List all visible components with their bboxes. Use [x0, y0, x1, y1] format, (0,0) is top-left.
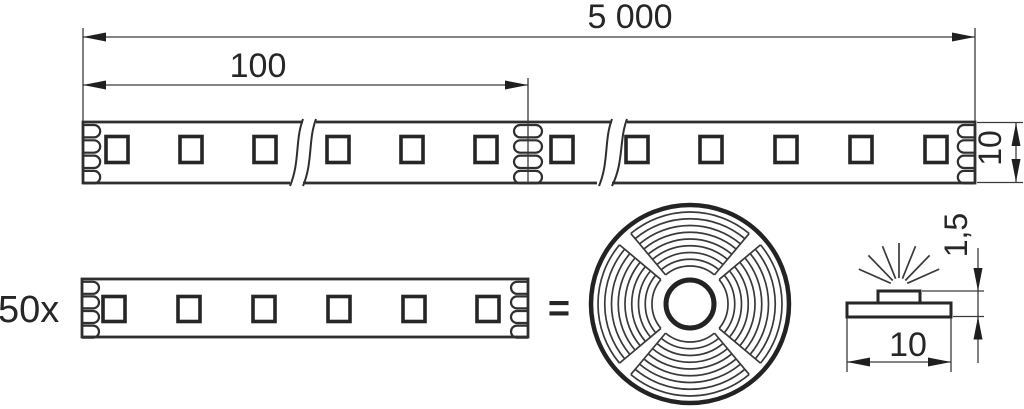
led-chip: [399, 134, 425, 165]
led-chip: [475, 294, 501, 324]
segment-pads-right: [509, 280, 528, 339]
arrow-down-icon: [1011, 159, 1021, 182]
led-chip: [923, 134, 949, 165]
dimension-strip-width: 10: [972, 121, 1023, 184]
segment-pads-left: [82, 280, 101, 339]
dimension-profile-width-label: 10: [889, 326, 927, 364]
equals-sign: =: [548, 288, 570, 330]
led-chip: [251, 294, 277, 324]
led-chip: [252, 134, 278, 165]
led-chip: [698, 134, 724, 165]
reel-flange: [588, 202, 792, 406]
arrow-up-icon: [973, 316, 983, 340]
pcb-side-view: [845, 301, 953, 319]
reel-tape-sector-left: [597, 244, 662, 364]
reel-tape-sector-bottom: [629, 332, 751, 397]
dimension-profile-height: 1,5: [922, 213, 984, 363]
dimension-strip-width-label: 10: [972, 130, 1008, 166]
segment-led-chips: [101, 294, 501, 324]
segment-count-label: 50x: [0, 289, 59, 331]
arrow-right-icon: [952, 32, 975, 42]
dimension-profile-height-label: 1,5: [938, 213, 974, 257]
led-chip: [401, 294, 427, 324]
reel-top-view: [588, 202, 792, 406]
reel-tape-sector-top: [629, 211, 751, 276]
led-chip: [773, 134, 799, 165]
arrow-down-icon: [973, 268, 983, 291]
led-chip: [624, 134, 650, 165]
arrow-up-icon: [1011, 123, 1021, 146]
led-chip: [104, 134, 130, 165]
led-chip: [473, 134, 499, 165]
arrow-left-icon: [83, 32, 106, 42]
arrow-right-icon: [505, 80, 528, 90]
dimension-segment-length: 100: [83, 47, 529, 121]
solder-pads-left: [83, 123, 102, 185]
cross-section: 1,5 10: [845, 213, 984, 372]
led-strip-top-view: [81, 118, 977, 187]
reel-hub: [663, 277, 717, 331]
led-chips: [104, 134, 949, 165]
light-rays-icon: [858, 243, 940, 285]
solder-pads-cut-point: [512, 122, 544, 185]
segment-outline: [80, 277, 530, 339]
led-chip: [178, 134, 204, 165]
arrow-right-icon: [928, 357, 951, 367]
reel-tape-sector-right: [718, 244, 783, 364]
led-chip: [549, 134, 575, 165]
break-mark-2: [598, 118, 628, 187]
dimension-total-length-label: 5 000: [587, 0, 672, 36]
led-chip: [176, 294, 202, 324]
dimension-total-length: 5 000: [82, 0, 976, 121]
break-mark-1: [289, 118, 317, 187]
led-chip: [848, 134, 874, 165]
arrow-left-icon: [847, 357, 870, 367]
led-chip: [326, 294, 352, 324]
led-chip-side-view: [876, 289, 922, 305]
arrow-left-icon: [83, 80, 106, 90]
segment-strip-top-view: [80, 277, 530, 339]
dimension-segment-length-label: 100: [230, 47, 287, 85]
dimension-profile-width: 10: [846, 318, 952, 372]
led-chip: [325, 134, 351, 165]
led-chip: [101, 294, 127, 324]
solder-pads-right: [956, 123, 975, 185]
